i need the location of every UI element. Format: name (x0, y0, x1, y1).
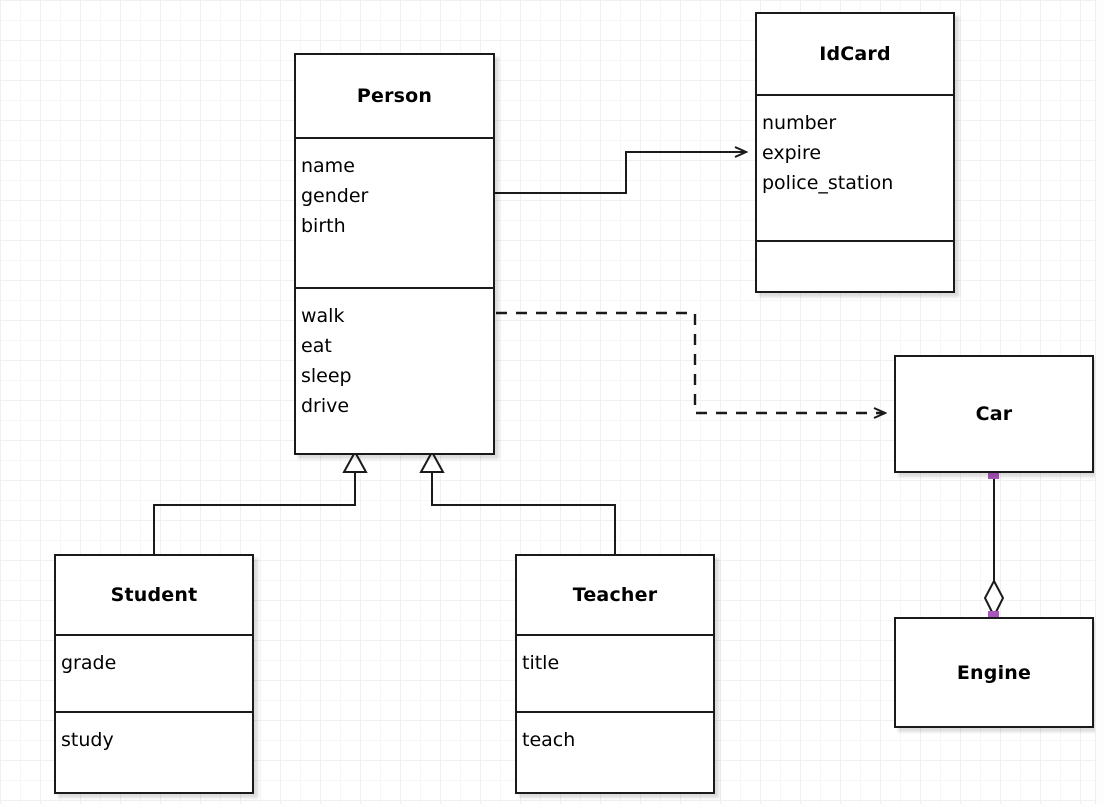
attributes-compartment-teacher: title (517, 634, 713, 711)
attribute-item: police_station (762, 172, 894, 194)
edge-person-idcard[interactable] (495, 152, 746, 194)
attribute-item: number (762, 112, 837, 134)
method-item: walk (301, 305, 345, 327)
edge-car-engine[interactable] (983, 474, 1005, 619)
attributes-compartment-person: name gender birth (296, 137, 493, 287)
class-name-label: IdCard (819, 43, 891, 65)
edge-teacher-person[interactable] (419, 449, 616, 554)
class-name-label: Teacher (572, 584, 658, 606)
class-name-label: Person (356, 85, 433, 107)
method-item: sleep (301, 365, 352, 387)
class-name-student: Student (56, 556, 252, 634)
class-box-engine[interactable]: Engine (894, 617, 1094, 728)
attribute-item: expire (762, 142, 822, 164)
class-box-student[interactable]: Student grade study (54, 554, 254, 794)
class-name-car: Car (896, 357, 1092, 471)
attribute-item: title (522, 652, 560, 674)
attribute-item: birth (301, 215, 346, 237)
class-box-teacher[interactable]: Teacher title teach (515, 554, 715, 794)
attribute-item: gender (301, 185, 369, 207)
class-name-person: Person (296, 55, 493, 137)
class-box-person[interactable]: Person name gender birth walk eat sleep … (294, 53, 495, 455)
class-name-label: Engine (956, 661, 1032, 684)
edge-person-car[interactable] (496, 311, 885, 413)
class-name-idcard: IdCard (757, 14, 953, 94)
method-item: drive (301, 395, 350, 417)
method-item: eat (301, 335, 332, 357)
page-right-edge (1095, 0, 1104, 804)
methods-compartment-idcard (757, 240, 953, 291)
method-item: teach (522, 729, 576, 751)
edge-handle-car-end[interactable] (988, 468, 999, 479)
methods-compartment-student: study (56, 711, 252, 792)
attributes-compartment-idcard: number expire police_station (757, 94, 953, 240)
attribute-item: grade (61, 652, 117, 674)
attribute-item: name (301, 155, 355, 177)
class-name-engine: Engine (896, 619, 1092, 726)
class-name-label: Car (975, 403, 1013, 425)
class-box-car[interactable]: Car (894, 355, 1094, 473)
methods-compartment-person: walk eat sleep drive (296, 287, 493, 455)
edge-handle-engine-end[interactable] (988, 611, 999, 622)
methods-compartment-teacher: teach (517, 711, 713, 792)
edge-student-person[interactable] (153, 449, 368, 554)
class-name-label: Student (110, 584, 198, 606)
class-name-teacher: Teacher (517, 556, 713, 634)
method-item: study (61, 729, 114, 751)
attributes-compartment-student: grade (56, 634, 252, 711)
class-box-idcard[interactable]: IdCard number expire police_station (755, 12, 955, 293)
